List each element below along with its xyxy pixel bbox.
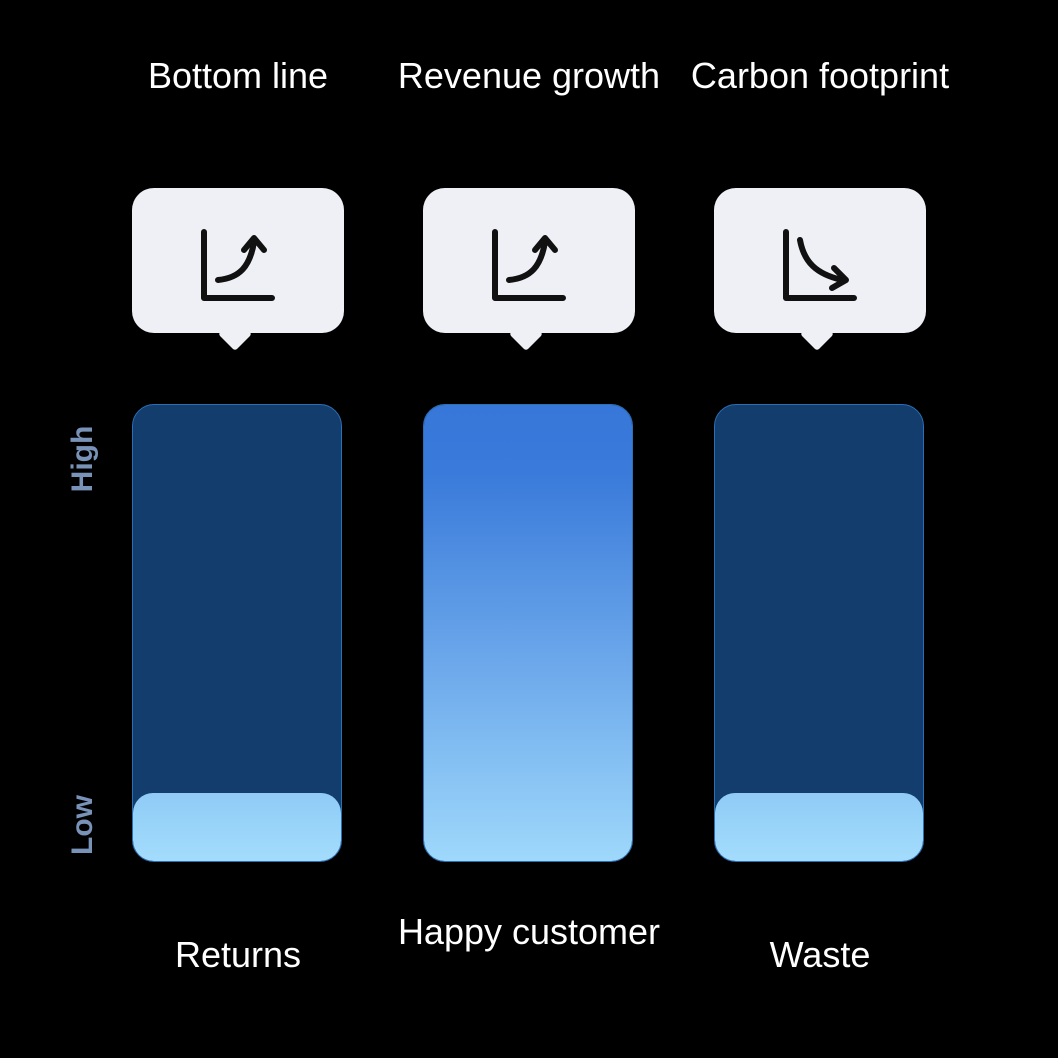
trend-bubble bbox=[714, 188, 926, 333]
bar-track bbox=[714, 404, 924, 862]
bar-title: Carbon footprint bbox=[690, 55, 950, 96]
bar-category-label: Waste bbox=[769, 934, 871, 975]
y-axis-high-label: High bbox=[66, 425, 99, 493]
bar-column-0: Bottom line Returns bbox=[132, 0, 344, 1058]
bar-category-label: Returns bbox=[174, 934, 302, 975]
bar-column-1: Revenue growth Happy customer bbox=[398, 0, 660, 1058]
bar-fill bbox=[133, 793, 341, 861]
trend-bubble bbox=[423, 188, 635, 333]
chart-trend-up-icon bbox=[201, 229, 275, 301]
chart-trend-down-icon bbox=[783, 229, 857, 301]
y-axis-low-label: Low bbox=[66, 795, 99, 855]
bar-fill bbox=[424, 405, 632, 861]
bar-title: Bottom line bbox=[147, 55, 329, 96]
bar-track bbox=[423, 404, 633, 862]
chart-trend-up-icon bbox=[492, 229, 566, 301]
trend-bubble bbox=[132, 188, 344, 333]
bar-column-2: Carbon footprint Waste bbox=[691, 0, 949, 1058]
bar-category-label: Happy customer bbox=[397, 911, 661, 952]
bar-fill bbox=[715, 793, 923, 861]
bar-track bbox=[132, 404, 342, 862]
bar-title: Revenue growth bbox=[397, 55, 661, 96]
